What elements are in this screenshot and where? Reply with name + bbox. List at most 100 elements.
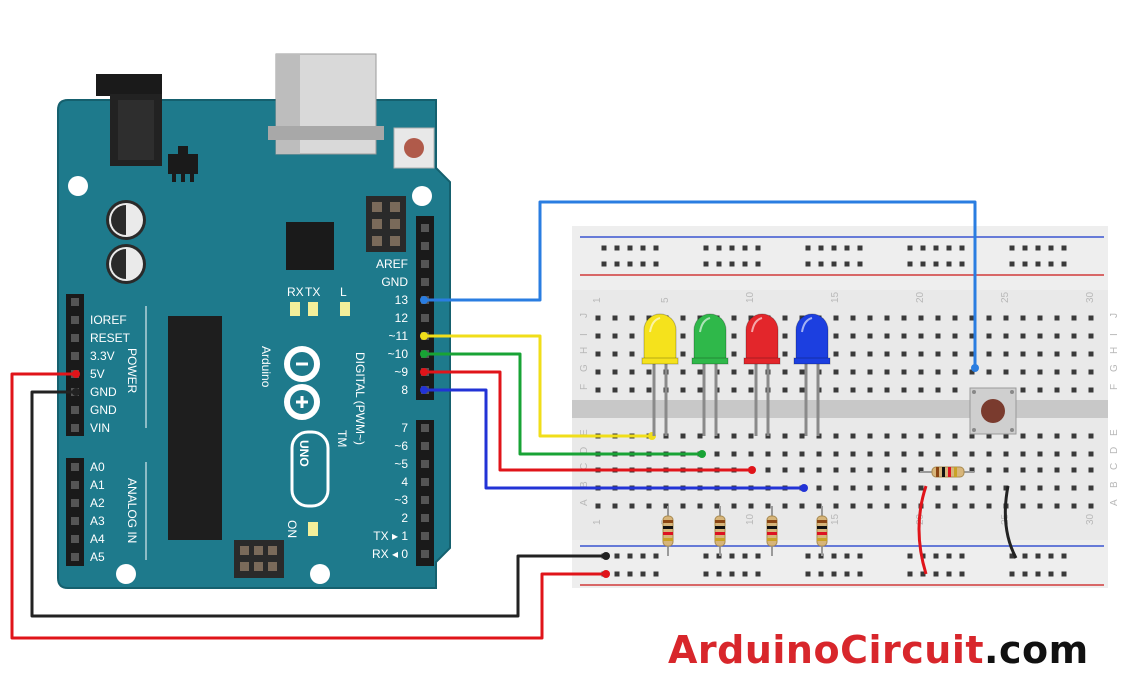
rail-hole [755,571,761,577]
hole [986,315,992,321]
rail-hole [946,261,952,267]
hole [918,433,924,439]
hole [1054,333,1060,339]
led-red [743,313,781,436]
hole [816,467,822,473]
hole [1003,333,1009,339]
hole [850,333,856,339]
wire-gnd-rail [30,390,606,618]
hole [799,467,805,473]
row-letter: H [579,347,590,354]
rail-hole [844,553,850,559]
rail-hole [614,553,620,559]
hole [986,369,992,375]
row-letter: B [1109,481,1120,488]
digital-pin-label: 7 [401,421,408,435]
hole [867,333,873,339]
row-letter: B [579,481,590,488]
rail-hole [831,571,837,577]
digital-pin-label: RX ◂ 0 [372,547,408,561]
hole [884,333,890,339]
led-rim [743,357,781,365]
rail-hole [614,245,620,251]
rail-hole [831,553,837,559]
column-number-bottom: 10 [745,513,756,525]
hole [629,351,635,357]
hole [1054,351,1060,357]
row-letter: E [1109,429,1120,436]
row-letter: A [579,499,590,506]
hole [680,503,686,509]
voltage-regulator [168,154,198,174]
rail-hole [1035,553,1041,559]
hole [1088,351,1094,357]
pushbutton-cap [981,399,1005,423]
analog-header [66,458,84,566]
power-pin-label: RESET [90,331,131,345]
led-highlight [649,317,661,333]
rail-hole [627,553,633,559]
rail-hole [601,245,607,251]
hole [1071,387,1077,393]
hole [782,351,788,357]
hole [833,433,839,439]
hole [901,351,907,357]
header-pin [421,442,429,450]
hole [731,387,737,393]
hole [867,369,873,375]
digital-pin-label: GND [381,275,408,289]
rail-hole [1009,571,1015,577]
hole [1088,451,1094,457]
power-header [66,294,84,436]
hole [1054,315,1060,321]
rail-hole [1061,245,1067,251]
rail-hole [614,261,620,267]
mounting-hole [116,564,136,584]
hole [833,333,839,339]
power-pin-label: 3.3V [90,349,115,363]
top-power-rail [572,226,1108,290]
hole [765,503,771,509]
rail-hole [805,571,811,577]
hole [884,503,890,509]
rail-hole [844,261,850,267]
hole [612,315,618,321]
row-letter: I [1109,333,1120,336]
hole [986,351,992,357]
capacitor [106,244,146,284]
hole [884,315,890,321]
hole [901,315,907,321]
hole [782,369,788,375]
hole [748,503,754,509]
hole [867,387,873,393]
header-pin [71,517,79,525]
row-letter: J [1109,313,1120,318]
brand-part2: Circuit [840,628,985,672]
hole [935,503,941,509]
hole [952,315,958,321]
mounting-hole [68,176,88,196]
atmega-chip [168,316,222,540]
led-highlight [801,317,813,333]
wire-pin9-red [424,370,752,472]
header-pin [71,481,79,489]
hole [867,503,873,509]
wire-pin8-blue [424,388,804,490]
hole [748,315,754,321]
header-pin [421,460,429,468]
hole [833,315,839,321]
arduino-board: RX TX L ON Arduino TM UNO DIGITAL (PWM~)… [57,53,451,589]
led-rim [793,357,831,365]
hole [731,433,737,439]
hole [901,333,907,339]
hole [595,369,601,375]
breadboard: 115510101515202025253030JJIIHHGGFFEEDDCC… [572,226,1120,588]
led-label-tx: TX [305,285,320,299]
capacitor [106,200,146,240]
rail-hole [1048,553,1054,559]
on-label: ON [285,520,299,538]
hole [918,315,924,321]
hole [969,485,975,491]
header-pin [71,298,79,306]
hole [799,433,805,439]
